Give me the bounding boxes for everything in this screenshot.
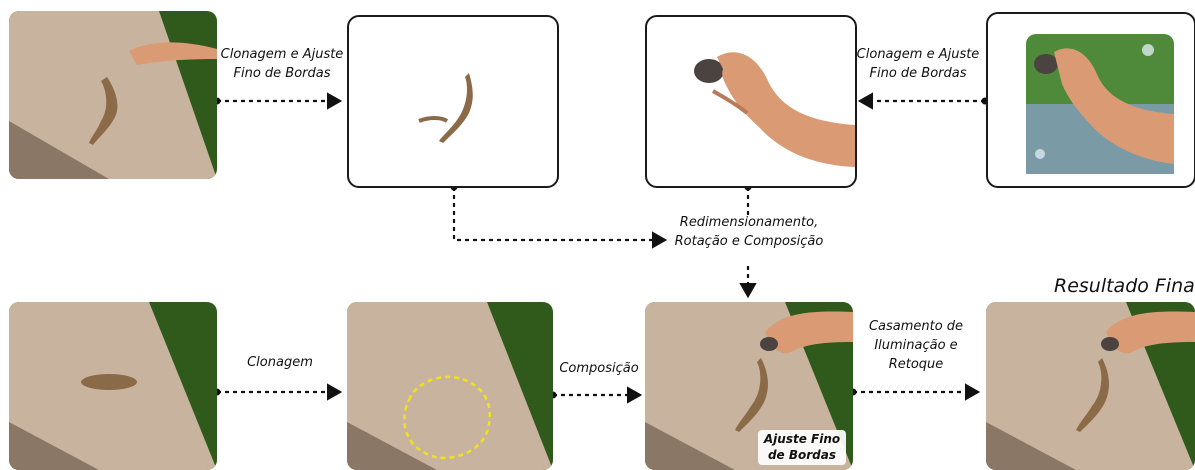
chipmunk-cutout-frame bbox=[347, 15, 559, 188]
source-photo-chipmunk-with-hand bbox=[9, 11, 217, 179]
label-resize-rotate-compose: Redimensionamento, Rotação e Composição bbox=[664, 214, 834, 252]
cloned-background-photo bbox=[347, 302, 553, 470]
hand-cutout-frame bbox=[645, 15, 857, 188]
label-cloning: Clonagem bbox=[232, 354, 328, 373]
label-clone-refine-right: Clonagem e Ajuste Fino de Bordas bbox=[852, 46, 984, 84]
label-clone-refine-left: Clonagem e Ajuste Fino de Bordas bbox=[218, 46, 346, 84]
original-photo-chipmunk bbox=[9, 302, 217, 470]
label-lighting-retouch: Casamento de Iluminação e Retoque bbox=[856, 318, 976, 375]
edge-refine-badge: Ajuste Fino de Bordas bbox=[758, 430, 846, 465]
final-result-photo bbox=[986, 302, 1195, 470]
arrow-chipmunk-cutout-to-compose bbox=[454, 187, 665, 240]
label-composition: Composição bbox=[554, 360, 644, 379]
final-result-title: Resultado Final bbox=[1054, 275, 1195, 297]
hand-source-photo-frame bbox=[986, 12, 1195, 188]
